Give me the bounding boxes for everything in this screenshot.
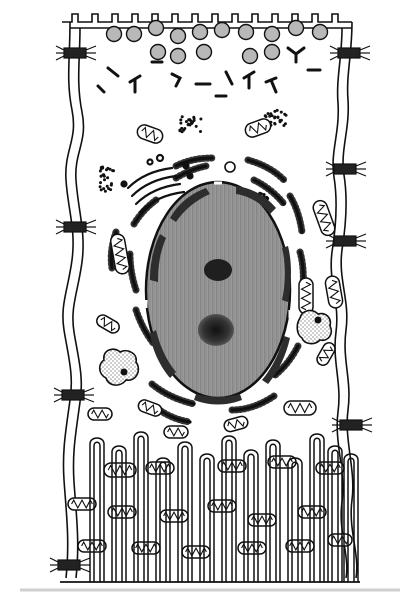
mitochondrion [315, 341, 337, 368]
mitochondrion [160, 510, 188, 522]
mitochondrion [299, 278, 313, 314]
mitochondrion [104, 463, 136, 477]
vesicle-2 [130, 76, 140, 92]
vesicle-9 [288, 48, 304, 62]
vesicle-11 [98, 86, 104, 92]
vesicle-6 [226, 72, 232, 84]
left-lateral-membrane-inner [73, 28, 84, 578]
secretory-granule [289, 21, 304, 36]
apical-membrane-outer [62, 14, 352, 22]
mitochondrion [137, 398, 164, 417]
vesicle-4 [172, 74, 180, 86]
secretory-granule [313, 25, 328, 40]
nucleolus-lower [198, 314, 234, 346]
mitochondrion [182, 546, 210, 558]
mitochondrion [311, 199, 336, 238]
apical-secretory-granules [107, 21, 328, 64]
secretory-granule [215, 23, 230, 38]
rer-cisterna [290, 196, 302, 232]
desmosome-right-3 [326, 234, 366, 248]
secretory-granule [171, 49, 186, 64]
mitochondrion [78, 540, 106, 552]
mitochondrion [68, 498, 96, 510]
vesicle-1 [108, 68, 118, 76]
secretory-granule [127, 27, 142, 42]
desmosome-right-1 [330, 46, 370, 60]
left-lateral-membrane-outer [63, 22, 74, 578]
secretory-granule [107, 27, 122, 42]
desmosome-left-1 [56, 46, 96, 60]
mitochondrion [243, 117, 272, 139]
ribosome-cluster [99, 166, 115, 193]
lysosome-left [100, 349, 139, 385]
infolding [288, 458, 302, 582]
vesicle-apex [225, 162, 235, 172]
infolding [134, 432, 148, 582]
secretory-granule [265, 45, 280, 60]
rer-cisterna [130, 254, 136, 290]
mitochondrion [223, 415, 249, 433]
desmosome-left-4 [50, 558, 90, 572]
ribosome-cluster [178, 115, 202, 133]
secretory-granule [151, 45, 166, 60]
desmosome-left-3 [54, 388, 94, 402]
vesicle-7 [244, 72, 254, 88]
secretory-granule [197, 45, 212, 60]
mitochondrion [238, 542, 266, 554]
secretory-granule [171, 29, 186, 44]
nucleolus-upper [204, 259, 232, 281]
secretory-granule [239, 25, 254, 40]
mitochondrion [324, 275, 343, 309]
lysosome-right [297, 311, 331, 344]
infolding [200, 454, 214, 582]
vesicle-8 [266, 78, 276, 92]
mitochondrion [95, 313, 122, 335]
secretory-granule [149, 21, 164, 36]
desmosome-right-2 [326, 162, 366, 176]
nucleus [146, 182, 291, 405]
secretory-granule [265, 27, 280, 42]
secretory-granule [243, 49, 258, 64]
desmosome-left-2 [56, 220, 96, 234]
mitochondrion [284, 401, 316, 415]
secretory-granule [193, 25, 208, 40]
mitochondrion [88, 408, 112, 420]
mitochondrion [164, 426, 188, 438]
mitochondrion [135, 123, 164, 145]
mitochondrion [248, 514, 276, 526]
